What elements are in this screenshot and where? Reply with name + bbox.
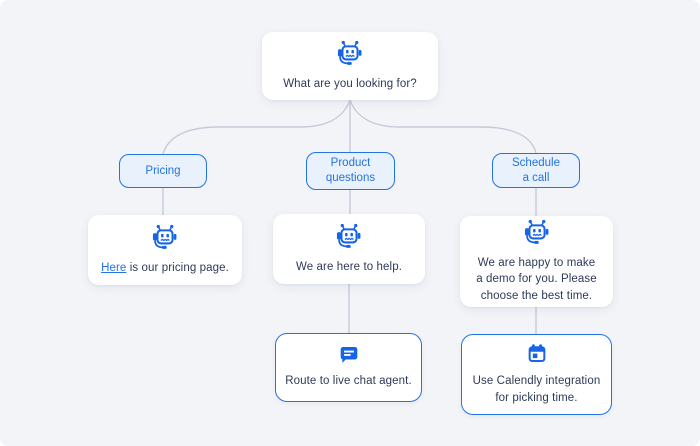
root-question-card: What are you looking for? (262, 32, 438, 100)
chatbot-icon (334, 40, 366, 67)
schedule-response-card: We are happy to make a demo for you. Ple… (460, 216, 613, 307)
chatbot-icon (333, 223, 365, 250)
chatbot-icon (149, 224, 181, 251)
pricing-response-card: Here is our pricing page. (88, 215, 242, 285)
chatbot-icon (521, 219, 553, 246)
connector-root-to-schedule (349, 99, 537, 154)
calendly-text: Use Calendly integration for picking tim… (472, 375, 601, 404)
calendar-icon (527, 343, 547, 364)
connector-root-to-pricing (162, 99, 351, 155)
root-question-text: What are you looking for? (283, 77, 417, 90)
product-response-text: We are here to help. (296, 260, 402, 273)
option-pricing[interactable]: Pricing (119, 154, 207, 188)
product-response-card: We are here to help. (273, 214, 425, 284)
calendly-action-card: Use Calendly integration for picking tim… (461, 334, 612, 415)
option-product-questions[interactable]: Product questions (306, 152, 395, 190)
chat-icon (339, 345, 359, 364)
schedule-response-text: We are happy to make a demo for you. Ple… (476, 257, 597, 302)
option-schedule-call[interactable]: Schedule a call (492, 153, 580, 188)
pricing-response-rest: is our pricing page. (126, 261, 229, 274)
live-chat-action-card: Route to live chat agent. (275, 333, 422, 402)
live-chat-text: Route to live chat agent. (285, 375, 412, 388)
pricing-response-text: Here is our pricing page. (101, 260, 229, 276)
pricing-page-link[interactable]: Here (101, 261, 127, 274)
